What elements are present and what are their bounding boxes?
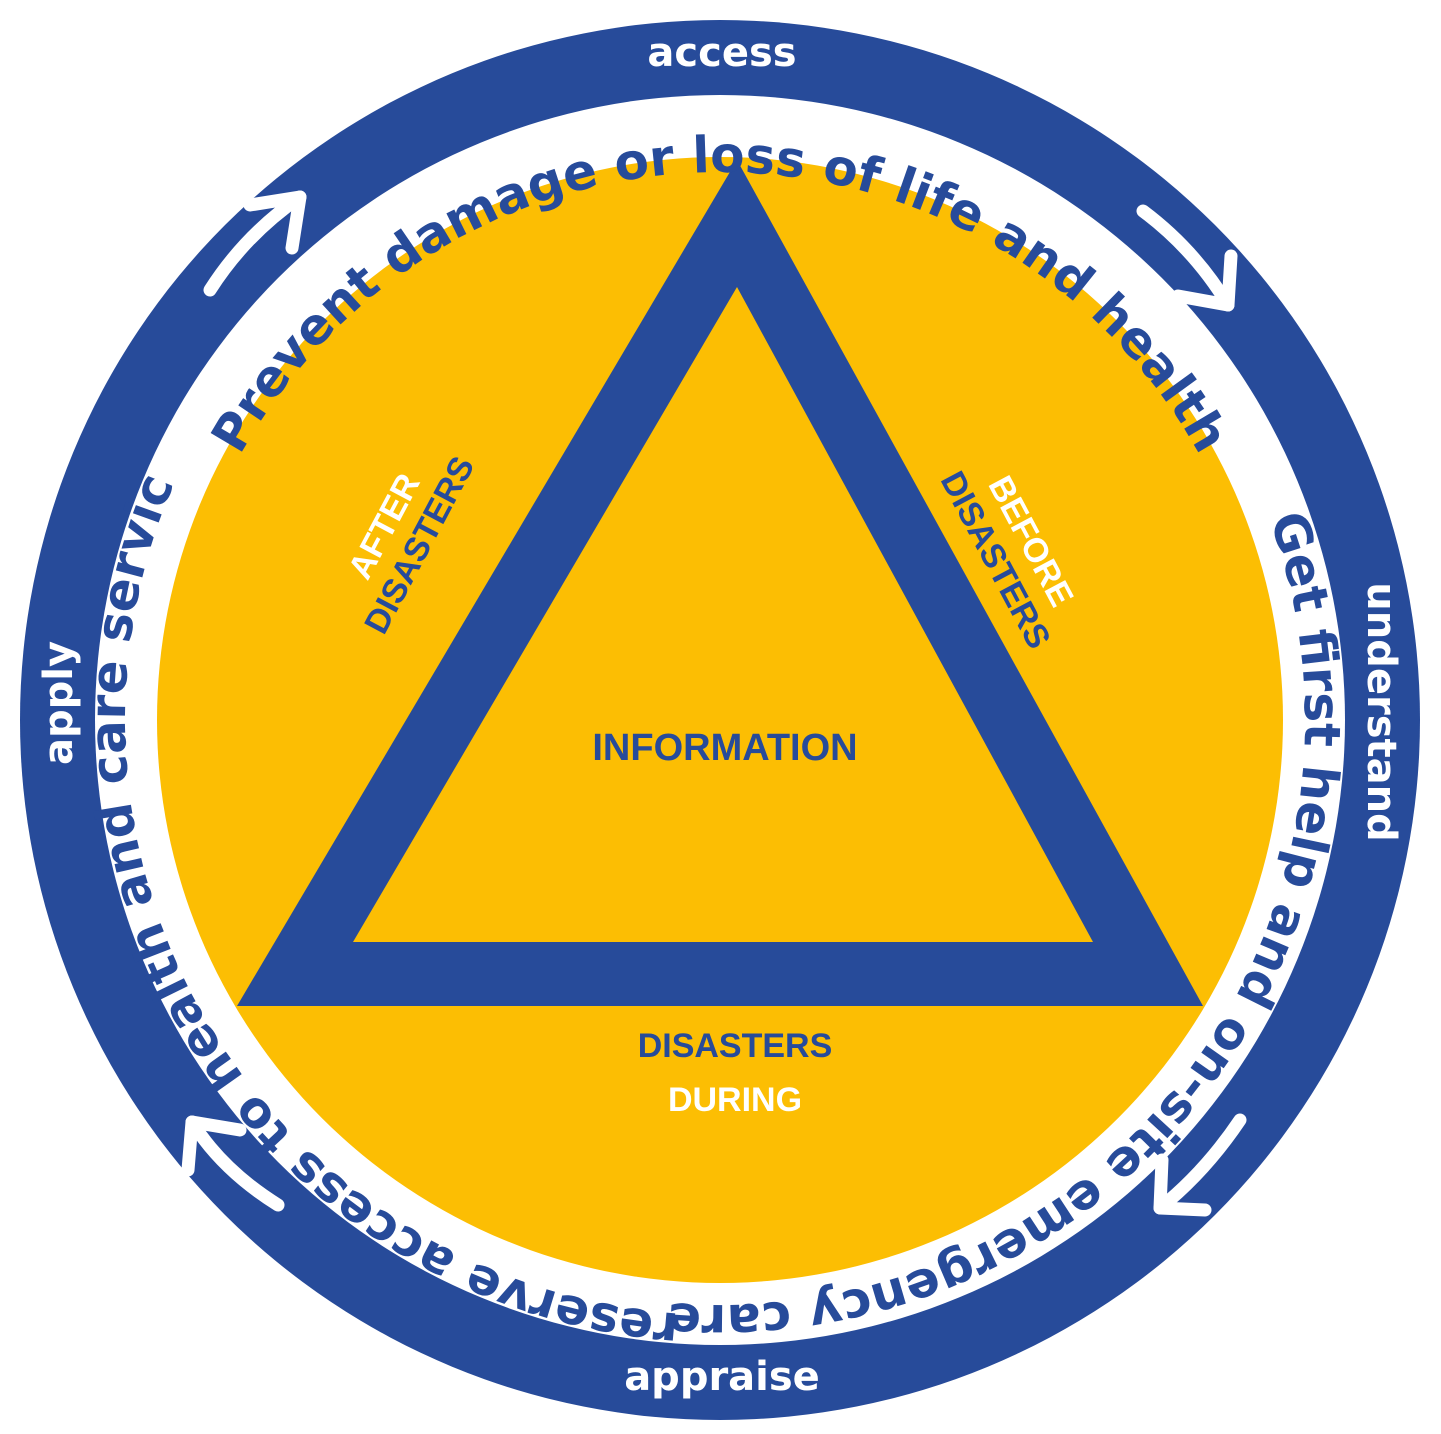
ring-word-apply: apply [36,641,82,765]
arrow-icon-top-left [203,190,307,297]
during-line2: DURING [668,1081,802,1119]
information-label: INFORMATION [592,727,857,769]
ring-word-access: access [647,30,796,76]
during-line1: DISASTERS [638,1027,833,1065]
arrow-icon-top-right [1136,204,1238,312]
ring-word-understand: understand [1358,582,1404,841]
ring-word-appraise: appraise [624,1354,820,1400]
arrow-icon-bottom-right [1153,1113,1247,1217]
triangle-inner [353,287,1093,942]
arrow-icon-bottom-left [181,1115,285,1212]
